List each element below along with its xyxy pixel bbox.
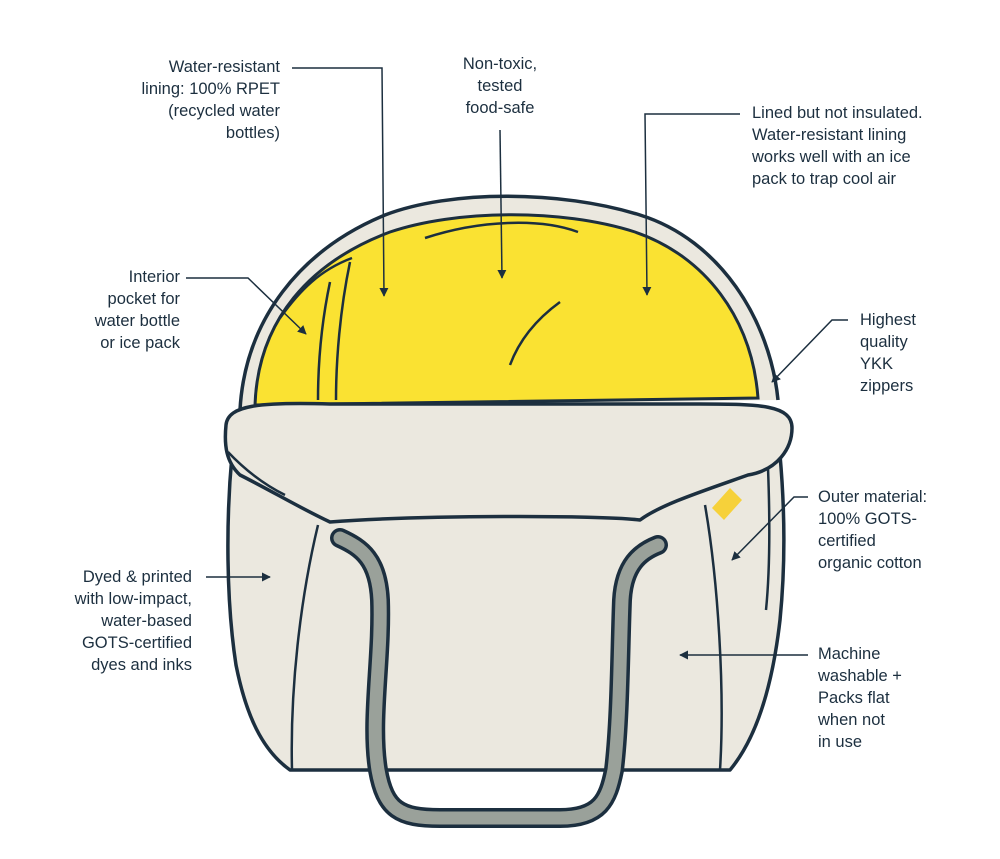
pocket-seam-outer <box>316 281 332 401</box>
callout-zippers-line: YKK <box>860 355 894 373</box>
callout-insulated-line: pack to trap cool air <box>752 170 896 188</box>
yellow-lining <box>253 213 760 407</box>
callout-washable: Machine washable + Packs flat when not i… <box>818 643 902 753</box>
pocket-seam-mid <box>334 261 352 401</box>
callout-nontoxic-line: food-safe <box>465 99 535 117</box>
callout-insulated-line: Lined but not insulated. <box>752 104 923 122</box>
callout-dyed-line: Dyed & printed <box>82 568 192 586</box>
leader-insulated <box>642 113 740 296</box>
callout-outer-line: organic cotton <box>818 554 922 572</box>
side-fold-far-right <box>764 467 771 611</box>
callout-insulated-line: Water-resistant lining <box>752 126 907 144</box>
side-fold-left <box>290 524 320 771</box>
leader-lining <box>292 67 389 297</box>
leader-pocket <box>186 277 307 335</box>
lining-fold-top <box>424 221 579 240</box>
callout-dyed-line: with low-impact, <box>74 590 192 608</box>
callout-zippers: Highest quality YKK zippers <box>860 309 916 397</box>
callout-dyed: Dyed & printed with low-impact, water-ba… <box>75 566 192 676</box>
callout-lining-line: Water-resistant <box>168 58 280 76</box>
callout-dyed-line: GOTS-certified <box>81 634 192 652</box>
callout-washable-line: when not <box>818 711 885 729</box>
cuff-seam <box>227 451 286 497</box>
leader-outer <box>731 496 808 561</box>
callout-pocket-line: water bottle <box>94 312 180 330</box>
callout-lining: Water-resistant lining: 100% RPET (recyc… <box>142 56 281 144</box>
callout-nontoxic: Non-toxic, tested food-safe <box>430 53 570 119</box>
callout-washable-line: in use <box>818 733 863 751</box>
callout-lining-line: lining: 100% RPET <box>141 80 281 98</box>
side-fold-right <box>703 504 723 771</box>
callout-zippers-line: quality <box>860 333 908 351</box>
callout-pocket: Interior pocket for water bottle or ice … <box>95 266 180 354</box>
leader-zippers <box>771 319 848 383</box>
pocket-seam-inner <box>278 256 353 319</box>
callout-lining-line: bottles) <box>225 124 280 142</box>
callout-washable-line: washable + <box>818 667 902 685</box>
callout-insulated-line: works well with an ice <box>752 148 911 166</box>
callout-nontoxic-line: Non-toxic, <box>462 55 538 73</box>
callout-washable-line: Machine <box>818 645 881 663</box>
callout-pocket-line: or ice pack <box>100 334 180 352</box>
lining-fold-center <box>508 300 561 366</box>
callout-nontoxic-line: tested <box>477 77 523 95</box>
callout-outer-line: Outer material: <box>818 488 928 506</box>
callout-insulated: Lined but not insulated. Water-resistant… <box>752 102 923 190</box>
callout-outer-line: certified <box>818 532 876 550</box>
callout-pocket-line: pocket for <box>107 290 180 308</box>
leader-nontoxic <box>497 129 507 279</box>
callout-outer: Outer material: 100% GOTS- certified org… <box>818 486 927 574</box>
callout-outer-line: 100% GOTS- <box>818 510 918 528</box>
callout-lining-line: (recycled water <box>168 102 280 120</box>
callout-zippers-line: Highest <box>860 311 916 329</box>
callout-pocket-line: Interior <box>128 268 180 286</box>
callout-dyed-line: dyes and inks <box>91 656 192 674</box>
handle-strap-fill <box>333 531 665 825</box>
callout-dyed-line: water-based <box>101 612 192 630</box>
brand-tag <box>712 488 742 520</box>
callout-washable-line: Packs flat <box>818 689 890 707</box>
bag-cuff <box>223 401 794 524</box>
callout-zippers-line: zippers <box>860 377 914 395</box>
